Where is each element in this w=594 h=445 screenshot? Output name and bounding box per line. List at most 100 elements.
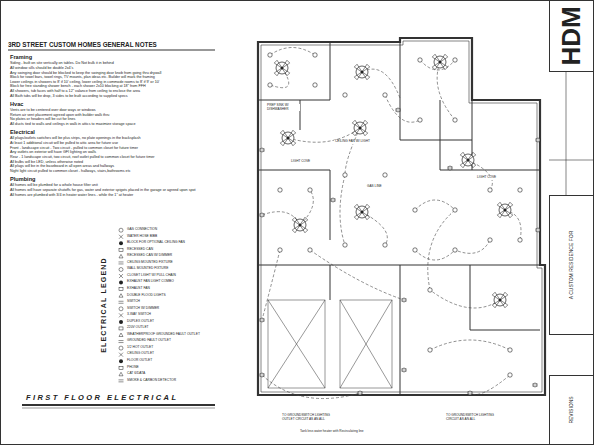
title-rule <box>8 49 215 50</box>
fan-blade <box>352 120 361 129</box>
outlet-bars <box>259 319 265 321</box>
fan-blade <box>281 60 290 69</box>
note-line: All showers, tub faces with half to a 12… <box>10 89 215 93</box>
note-line: Return air vent placement agreed upon wi… <box>10 113 215 117</box>
legend-text: SMOKE & CARBON DETECTOR <box>127 379 176 383</box>
ceiling-fan <box>354 64 370 80</box>
wall <box>258 265 540 266</box>
legend-symbol <box>119 327 123 330</box>
title-block-cell: A CUSTOM RESIDENCE FOR <box>549 195 594 335</box>
fan-blade <box>287 137 296 146</box>
outlet-bars <box>535 229 541 231</box>
recessed-can <box>518 238 522 242</box>
outlet-ring <box>260 213 264 217</box>
wall <box>400 265 401 395</box>
ceiling-fan <box>497 202 513 218</box>
ceiling-fan <box>280 130 296 146</box>
wall <box>470 330 540 331</box>
recessed-can <box>278 188 282 192</box>
fan-blade <box>460 159 469 168</box>
recessed-can <box>453 208 457 212</box>
ceiling-fan <box>432 54 448 70</box>
legend-sample <box>119 341 124 343</box>
legend-text: WEATHERPROOF GROUNDED FAULT OUTLET <box>127 333 200 337</box>
fan-blade <box>274 60 283 69</box>
outlet-bars <box>395 109 401 111</box>
outlet-bars <box>532 384 538 386</box>
fan-blade <box>497 209 506 218</box>
recessed-can <box>383 243 387 247</box>
legend-sample <box>119 274 123 278</box>
wall <box>400 42 401 140</box>
legend-text: 220V OUTLET <box>127 326 149 330</box>
legend-heading: ELECTRICAL LEGEND <box>100 257 108 353</box>
legend-symbol <box>119 241 123 245</box>
fan-hub <box>359 127 362 130</box>
legend-sample <box>119 333 123 337</box>
note-line: Vents are to be centered over door ways … <box>10 108 215 112</box>
wall <box>400 140 472 141</box>
legend-symbols <box>119 228 124 382</box>
duplex-outlet <box>259 213 265 217</box>
fan-blade <box>361 71 370 80</box>
plan-label: CEILING FAN W/ LIGHT <box>334 140 376 144</box>
fan-blade <box>439 54 448 63</box>
car-bay <box>268 300 325 388</box>
fan-ring <box>356 66 368 78</box>
recessed-can <box>343 173 347 177</box>
legend-symbol <box>119 320 123 324</box>
fan-blade <box>299 217 308 226</box>
note-line: All Bath tubs will be drop, 3 sides to b… <box>10 94 215 98</box>
title-block-line <box>549 160 594 161</box>
note-line: Front - landscape circuit - Two circuit … <box>10 146 215 150</box>
legend-sample <box>119 241 123 245</box>
sheet-caption: FIRST FLOOR ELECTRICAL <box>26 394 178 403</box>
legend-text: RECESSED CAN W/ DIMMER <box>127 254 172 258</box>
legend-sample <box>119 353 123 357</box>
caption-rule <box>22 404 215 406</box>
note-line: Siding - built on site vertically on tab… <box>10 61 215 65</box>
fan-ring <box>294 219 306 231</box>
outlet-bars <box>535 139 541 141</box>
fan-blade <box>467 159 476 168</box>
switch-leg <box>437 62 455 120</box>
legend-sample <box>119 294 123 298</box>
fan-blade <box>504 202 513 211</box>
legend-sample <box>119 301 124 303</box>
switch-leg <box>430 290 500 308</box>
fan-blade <box>287 130 296 139</box>
duplex-outlet <box>259 373 265 377</box>
legend-text: WATER HOSE BIBB <box>127 235 157 239</box>
fan-blade <box>354 71 363 80</box>
fan-blade <box>292 217 301 226</box>
note-line: At least 1 additional circuit will be pu… <box>10 141 215 145</box>
legend-symbol <box>119 235 123 239</box>
legend-text: CEILING MOUNTED FIXTURE <box>127 261 173 265</box>
fan-blade <box>274 67 283 76</box>
legend-sample <box>119 366 123 369</box>
legend-text: EXHAUST FAN <box>127 287 150 291</box>
fan-blade <box>432 61 441 70</box>
legend-text: GROUNDED FAULT OUTLET <box>127 339 171 343</box>
recessed-can <box>278 248 282 252</box>
fan-blade <box>354 64 363 73</box>
outlet-bars <box>357 392 363 394</box>
fan-hub <box>281 67 284 70</box>
legend-symbol <box>119 366 123 369</box>
outlet-ring <box>358 391 362 395</box>
outer-wall <box>261 41 542 392</box>
duplex-outlet <box>535 138 541 142</box>
outlet-ring <box>533 383 537 387</box>
legend-text: FLOOR OUTLET <box>127 359 152 363</box>
note-line: All plugs will be in the baseboard in al… <box>10 164 215 168</box>
legend-symbol <box>119 274 123 278</box>
outlet-ring <box>260 373 264 377</box>
duplex-outlet <box>401 368 407 372</box>
switch-leg <box>310 250 404 300</box>
note-line: No plates or headers will be cut for lin… <box>10 117 215 121</box>
note-line: All homes will have separate shutoffs fo… <box>10 188 215 192</box>
fan-blade <box>467 152 476 161</box>
